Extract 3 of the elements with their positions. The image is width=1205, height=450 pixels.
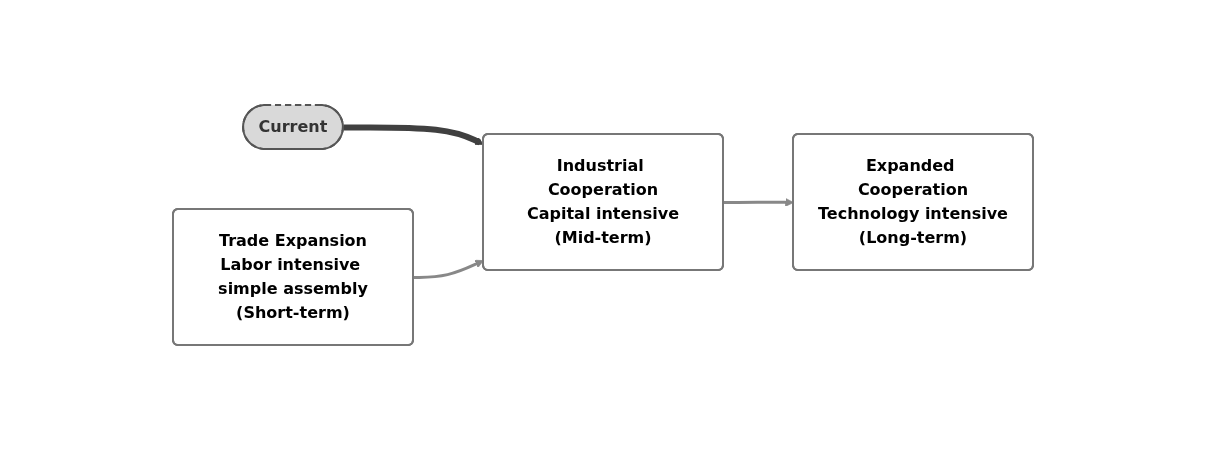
node-text: Trade Expansion Labor intensive simple assembly (Short-term): [217, 231, 368, 322]
node-text: Industrial Cooperation Capital intensive (Mid-term): [526, 156, 679, 247]
node-text: Expanded Cooperation Technology intensive (Long-term): [817, 156, 1008, 247]
